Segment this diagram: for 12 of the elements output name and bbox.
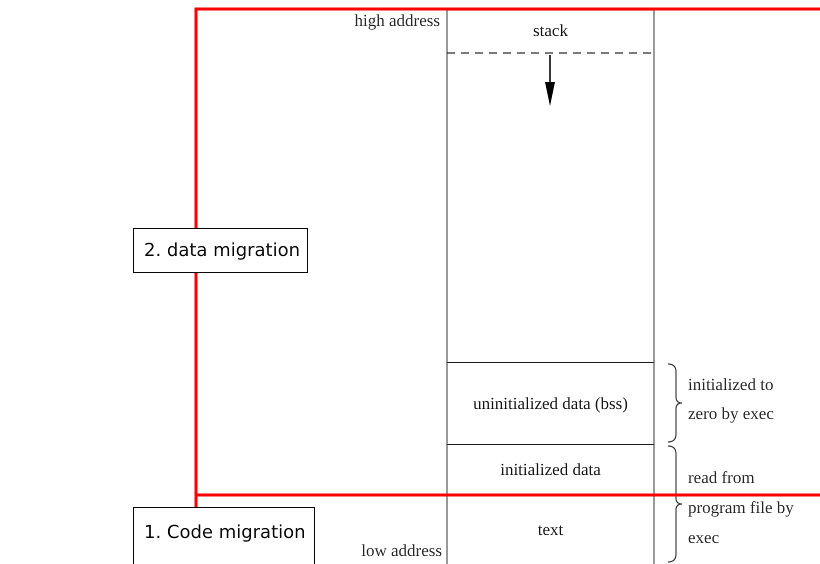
segment-label: 1. Code migration [144,522,306,543]
annotation: initialized to zero by exec [688,374,775,425]
segment-label: text [538,519,564,542]
annotation: read from program file by exec [688,467,794,549]
address-label: high address [354,10,440,32]
segment-label: stack [533,20,568,42]
segment-label: initialized data [500,458,601,481]
segment-label: uninitialized data (bss) [473,392,628,415]
segment-label: 2. data migration [144,240,300,261]
callout-box [133,228,308,273]
callout-box [133,507,315,564]
address-label: low address [360,540,442,562]
